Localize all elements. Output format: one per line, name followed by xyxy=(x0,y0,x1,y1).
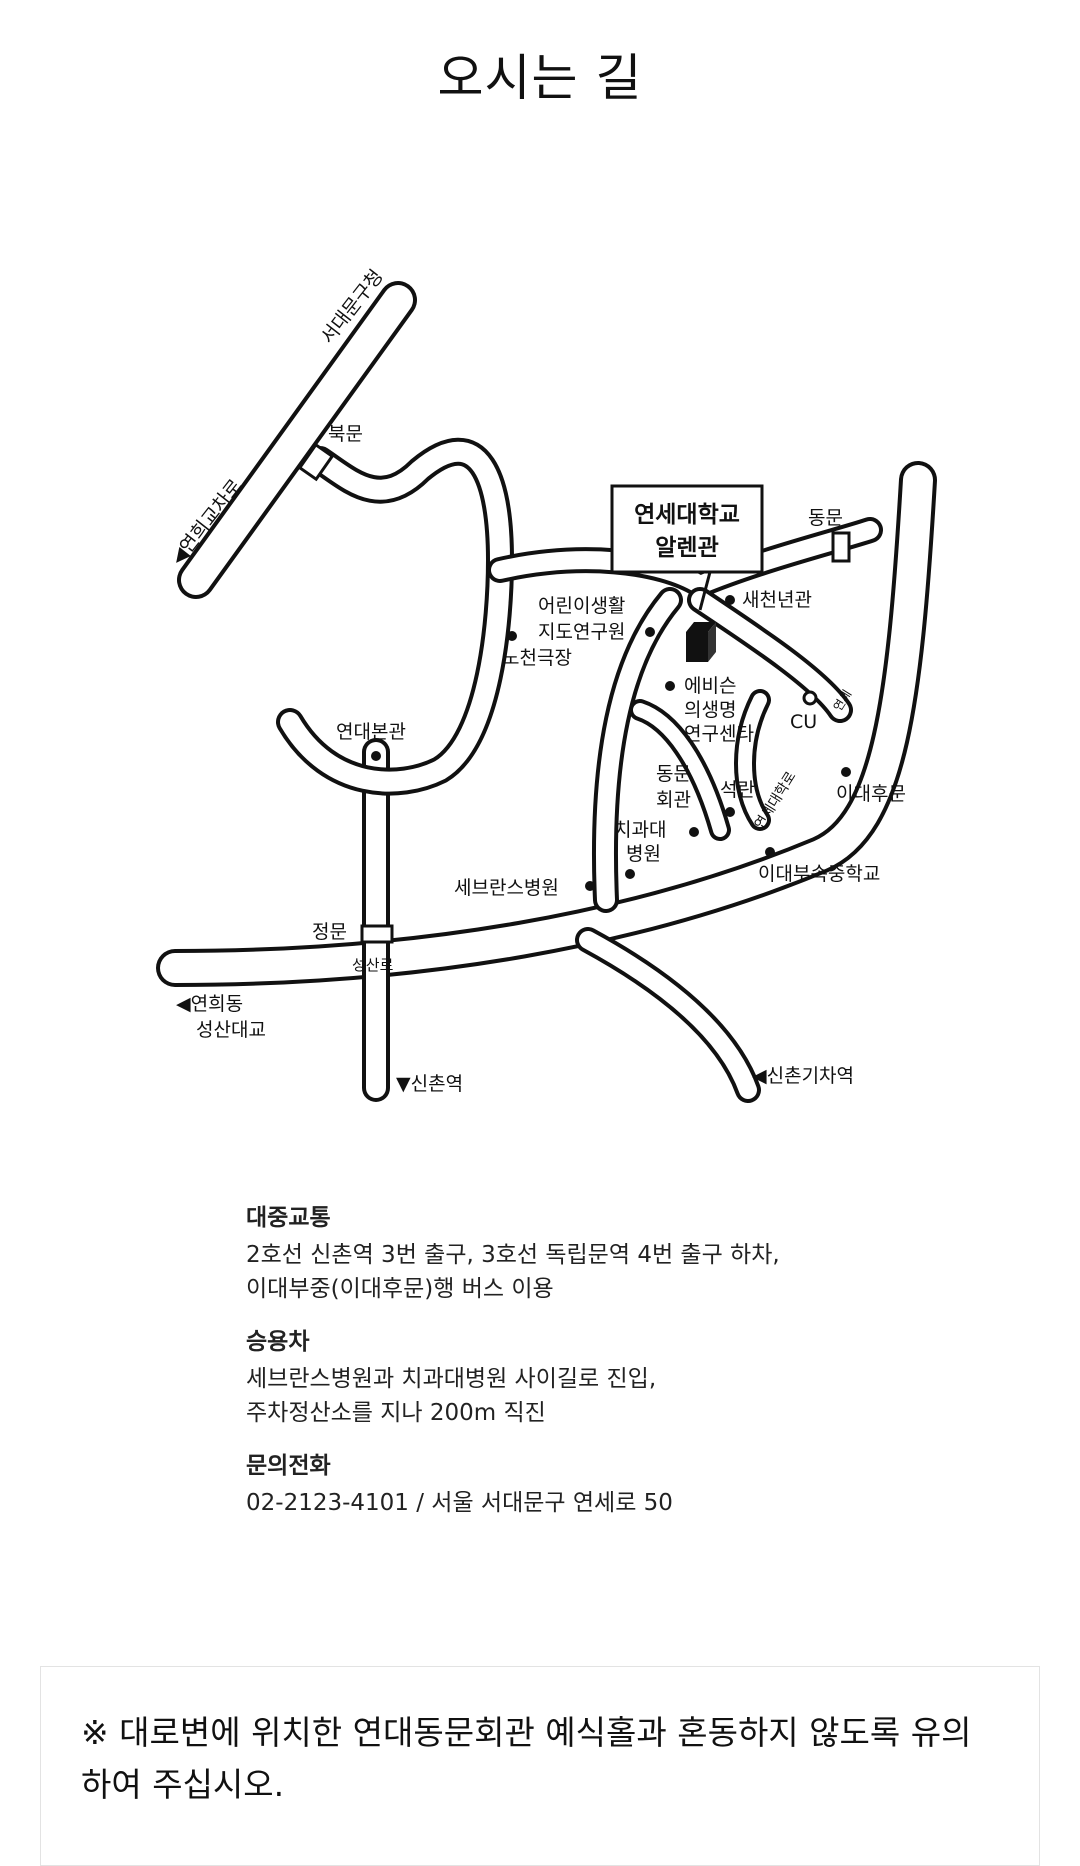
label-avison-3: 연구센타 xyxy=(684,723,754,745)
label-avison-2: 의생명 xyxy=(684,699,736,721)
transit-section: 대중교통 2호선 신촌역 3번 출구, 3호선 독립문역 4번 출구 하차, 이… xyxy=(246,1198,946,1306)
car-heading: 승용차 xyxy=(246,1329,310,1355)
contact-line-1: 02-2123-4101 / 서울 서대문구 연세로 50 xyxy=(246,1490,673,1516)
allen-hall-building-icon xyxy=(686,622,716,662)
car-section: 승용차 세브란스병원과 치과대병원 사이길로 진입, 주차정산소를 지나 200… xyxy=(246,1322,946,1430)
front-gate-marker xyxy=(360,924,394,944)
contact-heading: 문의전화 xyxy=(246,1453,331,1479)
label-dental-2: 병원 xyxy=(626,843,661,865)
campus-map: 연세대학교 알렌관 서대문구청 ◀연희교차로 북문 동문 어린이생활 지도연구원… xyxy=(156,266,937,1103)
label-dongmun-hall-1: 동문 xyxy=(656,763,691,785)
directions-info: 대중교통 2호선 신촌역 3번 출구, 3호선 독립문역 4번 출구 하차, 이… xyxy=(246,1198,946,1536)
label-open-theater: 노천극장 xyxy=(502,647,572,669)
label-dental-1: 치과대 xyxy=(614,819,666,841)
label-cu: CU xyxy=(790,711,817,733)
label-north-gate: 북문 xyxy=(328,423,363,445)
cu-marker xyxy=(802,690,818,706)
road-upper-campus xyxy=(487,517,883,598)
road-inner-campus xyxy=(591,587,853,913)
label-main-hall: 연대본관 xyxy=(336,721,406,743)
allen-hall-callout: 연세대학교 알렌관 xyxy=(610,484,764,611)
label-yeonhui-dong-1: ◀연희동 xyxy=(176,993,243,1015)
north-gate-marker xyxy=(297,442,335,482)
label-seokran: 석란 xyxy=(720,779,755,801)
label-child-center-2: 지도연구원 xyxy=(538,621,625,643)
contact-section: 문의전화 02-2123-4101 / 서울 서대문구 연세로 50 xyxy=(246,1446,946,1520)
callout-line-2: 알렌관 xyxy=(655,535,718,561)
car-line-2: 주차정산소를 지나 200m 직진 xyxy=(246,1400,546,1426)
label-east-gate: 동문 xyxy=(808,507,843,529)
label-severance: 세브란스병원 xyxy=(454,877,559,899)
notice-text: ※ 대로변에 위치한 연대동문회관 예식홀과 혼동하지 않도록 유의하여 주십시… xyxy=(81,1713,972,1804)
label-sinchon-train: ◀신촌기차역 xyxy=(752,1065,854,1087)
east-gate-marker xyxy=(831,531,851,563)
label-child-center-1: 어린이생활 xyxy=(538,595,625,617)
label-saecheon: 새천년관 xyxy=(742,589,812,611)
transit-line-1: 2호선 신촌역 3번 출구, 3호선 독립문역 4번 출구 하차, xyxy=(246,1242,780,1268)
label-sinchon-station: ▼신촌역 xyxy=(396,1073,463,1095)
road-yeonhui-seodaemun xyxy=(177,281,417,599)
transit-line-2: 이대부중(이대후문)행 버스 이용 xyxy=(246,1276,554,1302)
label-avison-1: 에비슨 xyxy=(684,675,736,697)
callout-line-1: 연세대학교 xyxy=(634,502,740,528)
label-seongsan-road: 성산로 xyxy=(352,956,394,974)
label-ewha-school: 이대부속중학교 xyxy=(758,863,880,885)
label-dongmun-hall-2: 회관 xyxy=(656,789,691,811)
map-points xyxy=(371,595,851,891)
page-title: 오시는 길 xyxy=(437,49,643,107)
car-line-1: 세브란스병원과 치과대병원 사이길로 진입, xyxy=(246,1366,657,1392)
notice-box: ※ 대로변에 위치한 연대동문회관 예식홀과 혼동하지 않도록 유의하여 주십시… xyxy=(40,1666,1040,1866)
road-sinchon-train xyxy=(575,927,761,1103)
label-front-gate: 정문 xyxy=(312,921,347,943)
label-ewha-back-gate: 이대후문 xyxy=(836,783,906,805)
transit-heading: 대중교통 xyxy=(246,1205,331,1231)
label-yeonhui-dong-2: 성산대교 xyxy=(196,1019,266,1041)
